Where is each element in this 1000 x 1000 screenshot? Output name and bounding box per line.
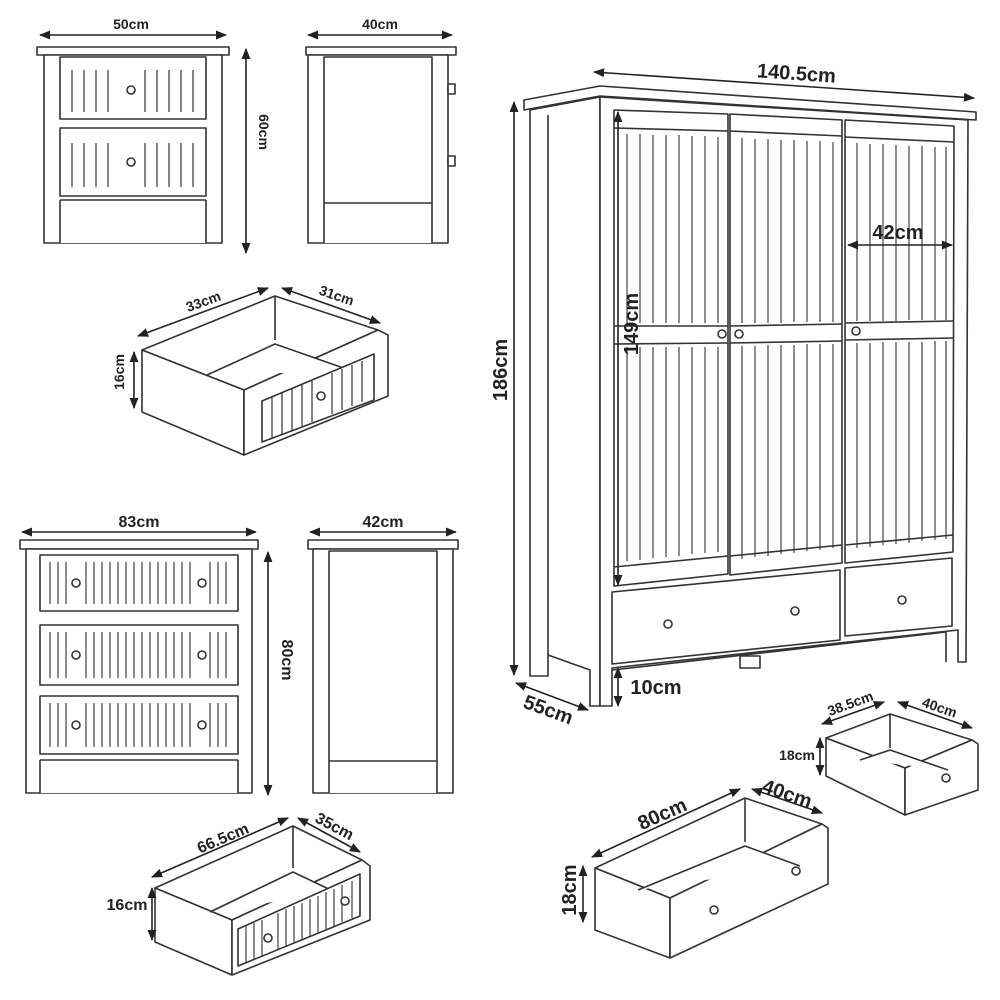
nightstand-side-view [305,46,457,244]
nightstand-front-view [36,46,230,244]
wardrobe-small-drawer-view [825,713,979,816]
nightstand-depth-label: 40cm [362,16,398,32]
chest-depth-label: 42cm [363,514,404,531]
large-drawer-height-label: 18cm [559,864,581,915]
nightstand-width-label: 50cm [113,16,149,32]
chest-front-view [19,539,259,794]
chest-height-label: 80cm [278,640,295,681]
dimension-lines [20,30,976,942]
wardrobe-width-label: 140.5cm [756,60,836,87]
chest-drawer-height-label: 16cm [107,897,148,914]
wardrobe-door-height-label: 149cm [621,293,643,355]
nightstand-drawer-width-label: 33cm [184,288,223,315]
nightstand-drawer-height-label: 16cm [111,354,127,390]
chest-side-view [307,539,459,794]
wardrobe-large-drawer-view [594,797,829,959]
small-drawer-height-label: 18cm [779,747,815,763]
nightstand-drawer-depth-label: 31cm [317,282,356,309]
wardrobe-view [523,85,977,707]
wardrobe-leg-height-label: 10cm [630,677,681,699]
chest-width-label: 83cm [119,514,160,531]
wardrobe-height-label: 186cm [490,339,512,401]
chest-drawer-view [154,825,371,976]
wardrobe-depth-label: 55cm [520,691,576,729]
nightstand-drawer-view [141,295,389,456]
nightstand-height-label: 60cm [256,114,272,150]
wardrobe-door-width-label: 42cm [872,222,923,244]
